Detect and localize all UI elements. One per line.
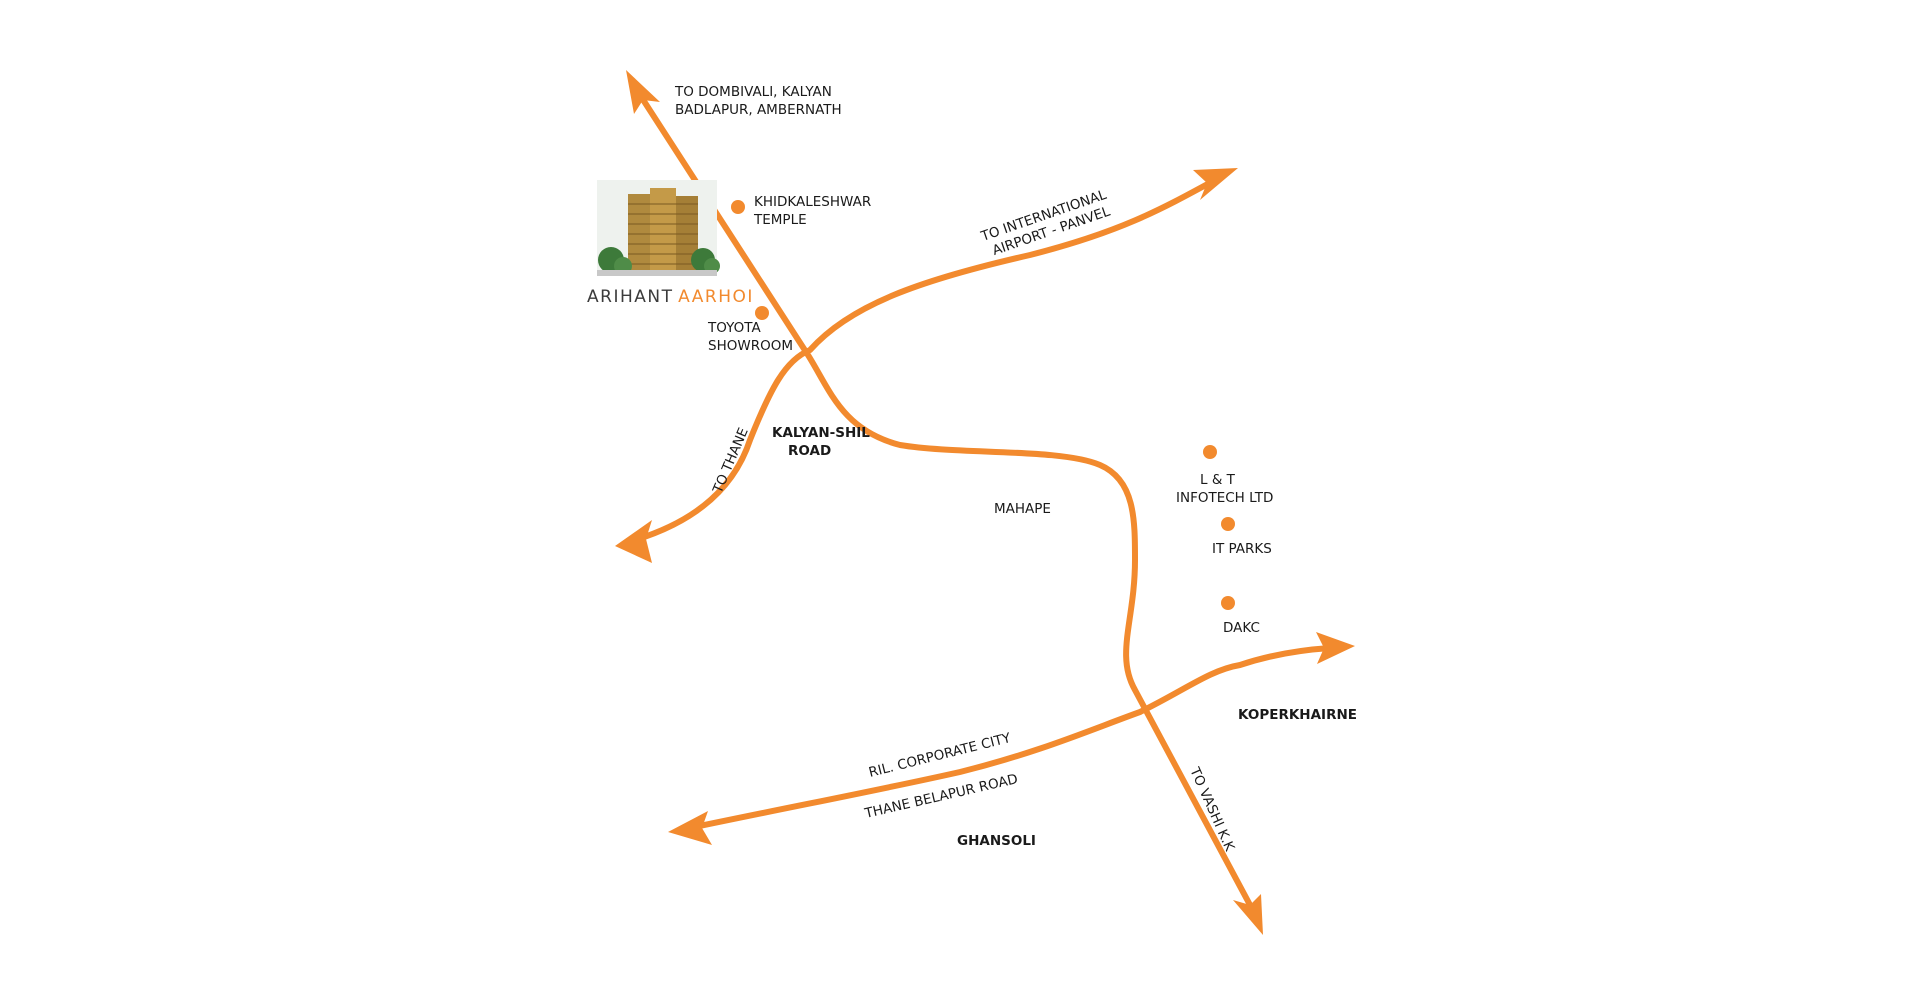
building-photo-icon: [597, 180, 720, 276]
ghansoli-label: GHANSOLI: [957, 833, 1036, 849]
roads: [615, 70, 1355, 935]
lt-marker: [1203, 445, 1217, 459]
lt-label-1: L & T: [1200, 472, 1236, 488]
khidkaleshwar-label-1: KHIDKALESHWAR: [754, 194, 871, 210]
itparks-label: IT PARKS: [1212, 541, 1272, 557]
thane-arrow-icon: [615, 520, 652, 563]
lt-label-2: INFOTECH LTD: [1176, 490, 1273, 506]
thane-label: TO THANE: [710, 425, 752, 496]
belapur-east-arrow-icon: [1316, 632, 1355, 664]
area-labels: MAHAPE KOPERKHAIRNE GHANSOLI: [957, 501, 1357, 849]
ril-label-group: RIL. CORPORATE CITY: [867, 730, 1013, 781]
vashi-label: TO VASHI K.K: [1186, 764, 1238, 854]
belapur-west-arrow-icon: [668, 811, 712, 845]
khidkaleshwar-marker: [731, 200, 745, 214]
brand-primary: ARIHANT: [587, 287, 673, 307]
vashi-label-group: TO VASHI K.K: [1186, 764, 1238, 854]
kalyan-shil-road: [637, 92, 1253, 908]
ril-label: RIL. CORPORATE CITY: [867, 730, 1013, 781]
koperkhairne-label: KOPERKHAIRNE: [1238, 707, 1357, 723]
dombivali-label-2: BADLAPUR, AMBERNATH: [675, 102, 842, 118]
airport-thane-road: [632, 177, 1218, 543]
thane-label-group: TO THANE: [710, 425, 752, 496]
poi-markers: [731, 200, 1235, 610]
itparks-marker: [1221, 517, 1235, 531]
airport-arrow-icon: [1193, 168, 1238, 200]
dakc-marker: [1221, 596, 1235, 610]
toyota-marker: [755, 306, 769, 320]
dombivali-arrow-icon: [626, 70, 660, 114]
toyota-label-1: TOYOTA: [707, 320, 761, 336]
kalyan-shil-label-1: KALYAN-SHIL: [772, 425, 870, 441]
thane-belapur-road: [687, 645, 1333, 831]
brand-secondary: AARHOI: [678, 287, 754, 307]
khidkaleshwar-label-2: TEMPLE: [753, 212, 807, 228]
dombivali-label-1: TO DOMBIVALI, KALYAN: [674, 84, 832, 100]
toyota-label-2: SHOWROOM: [708, 338, 793, 354]
poi-labels: KHIDKALESHWAR TEMPLE TOYOTA SHOWROOM L &…: [707, 194, 1273, 636]
mahape-label: MAHAPE: [994, 501, 1051, 517]
vashi-arrow-icon: [1233, 894, 1263, 935]
dakc-label: DAKC: [1223, 620, 1260, 636]
kalyan-shil-label-2: ROAD: [788, 443, 831, 459]
